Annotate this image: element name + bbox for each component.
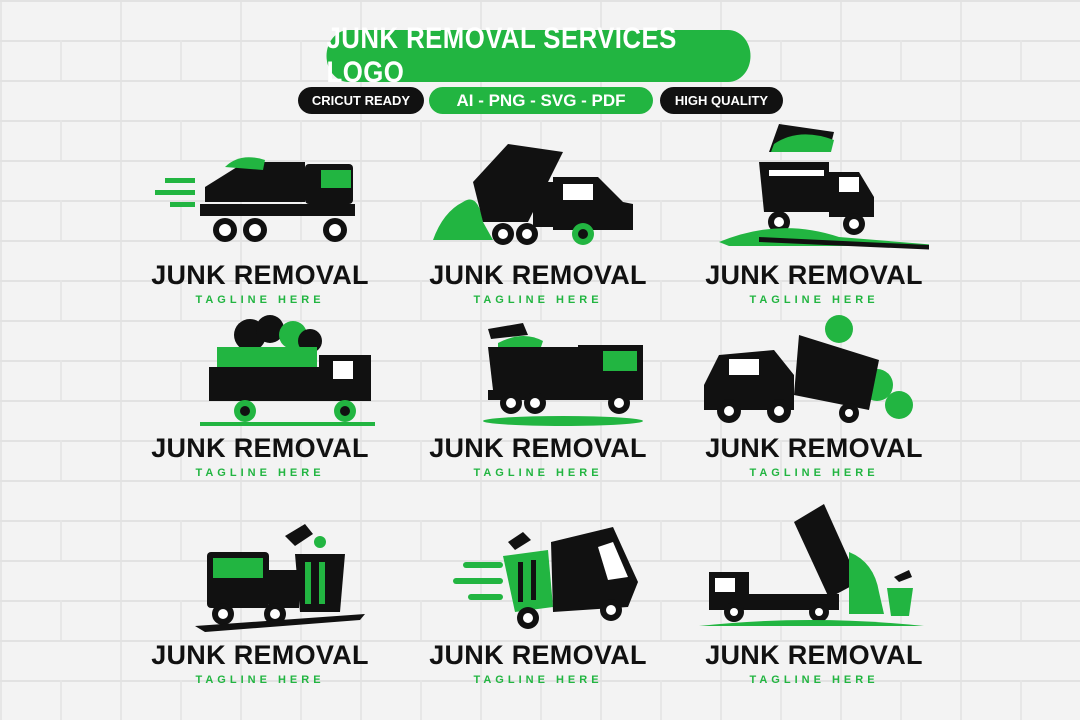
logo-tagline: TAGLINE HERE [195,674,325,686]
logo-name: JUNK REMOVAL [429,433,647,463]
logo-card: JUNK REMOVAL TAGLINE HERE [393,522,683,712]
badge-high-quality: HIGH QUALITY [660,87,783,114]
badge-cricut-ready: CRICUT READY [298,87,424,114]
tipper-truck-trash-can-icon [699,504,924,626]
garbage-truck-speed-icon [453,527,638,629]
logo-name: JUNK REMOVAL [429,260,647,290]
logo-tagline: TAGLINE HERE [473,467,603,479]
logo-card: JUNK REMOVAL TAGLINE HERE [115,522,405,712]
logo-name: JUNK REMOVAL [705,260,923,290]
logo-card: JUNK REMOVAL TAGLINE HERE [115,315,405,505]
logo-card: JUNK REMOVAL TAGLINE HERE [669,122,959,312]
logo-card: JUNK REMOVAL TAGLINE HERE [115,142,405,332]
logo-name: JUNK REMOVAL [705,640,923,670]
page-title: JUNK REMOVAL SERVICES LOGO [326,22,751,89]
logo-card: JUNK REMOVAL TAGLINE HERE [393,315,683,505]
logo-tagline: TAGLINE HERE [195,467,325,479]
logo-card: JUNK REMOVAL TAGLINE HERE [669,502,959,692]
logo-name: JUNK REMOVAL [705,433,923,463]
truck-trash-bin-icon [195,524,365,632]
logo-tagline: TAGLINE HERE [749,467,879,479]
logo-tagline: TAGLINE HERE [749,294,879,306]
pickup-dump-trailer-icon [704,315,913,423]
dump-truck-tipping-icon [433,144,633,245]
badge-file-formats: AI - PNG - SVG - PDF [429,87,653,114]
logo-tagline: TAGLINE HERE [473,294,603,306]
logo-card: JUNK REMOVAL TAGLINE HERE [669,315,959,505]
logo-name: JUNK REMOVAL [151,640,369,670]
dumpster-truck-icon [483,323,643,426]
logo-tagline: TAGLINE HERE [749,674,879,686]
moving-truck-speed-icon [155,157,355,242]
logo-card: JUNK REMOVAL TAGLINE HERE [393,142,683,332]
logo-tagline: TAGLINE HERE [195,294,325,306]
logo-name: JUNK REMOVAL [151,260,369,290]
dump-truck-road-icon [719,124,929,250]
logo-name: JUNK REMOVAL [429,640,647,670]
logo-name: JUNK REMOVAL [151,433,369,463]
loaded-flatbed-truck-icon [200,315,375,426]
logo-tagline: TAGLINE HERE [473,674,603,686]
